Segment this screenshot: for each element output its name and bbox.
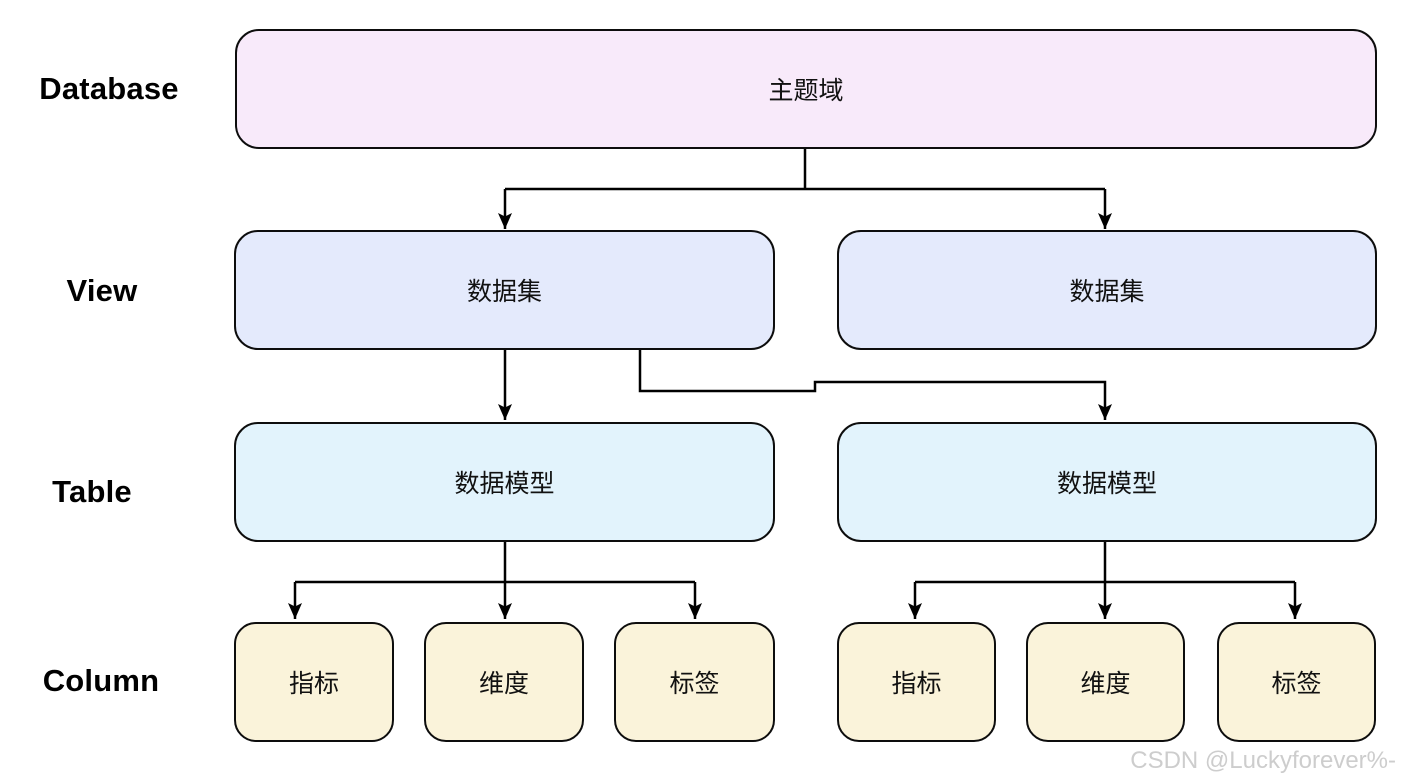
row-label-view: View	[66, 273, 138, 308]
node-data-model-right: 数据模型	[837, 422, 1377, 542]
row-label-table: Table	[52, 474, 132, 509]
node-subject-domain: 主题域	[235, 29, 1377, 149]
csdn-watermark: CSDN @Luckyforever%-	[1130, 747, 1396, 774]
node-indicator-left: 指标	[234, 622, 394, 742]
row-label-database: Database	[39, 71, 179, 106]
node-dataset-right: 数据集	[837, 230, 1377, 350]
node-dimension-left: 维度	[424, 622, 584, 742]
node-dataset-left: 数据集	[234, 230, 775, 350]
node-indicator-right: 指标	[837, 622, 996, 742]
node-data-model-left: 数据模型	[234, 422, 775, 542]
node-tag-right: 标签	[1217, 622, 1376, 742]
edge-model-right-split	[915, 542, 1295, 584]
row-label-column: Column	[42, 663, 160, 698]
node-dimension-right: 维度	[1026, 622, 1185, 742]
edge-model-left-split	[295, 542, 695, 584]
edge-dataset-left-to-model-right	[638, 350, 1112, 420]
node-tag-left: 标签	[614, 622, 775, 742]
edge-subject-split	[505, 149, 1105, 191]
